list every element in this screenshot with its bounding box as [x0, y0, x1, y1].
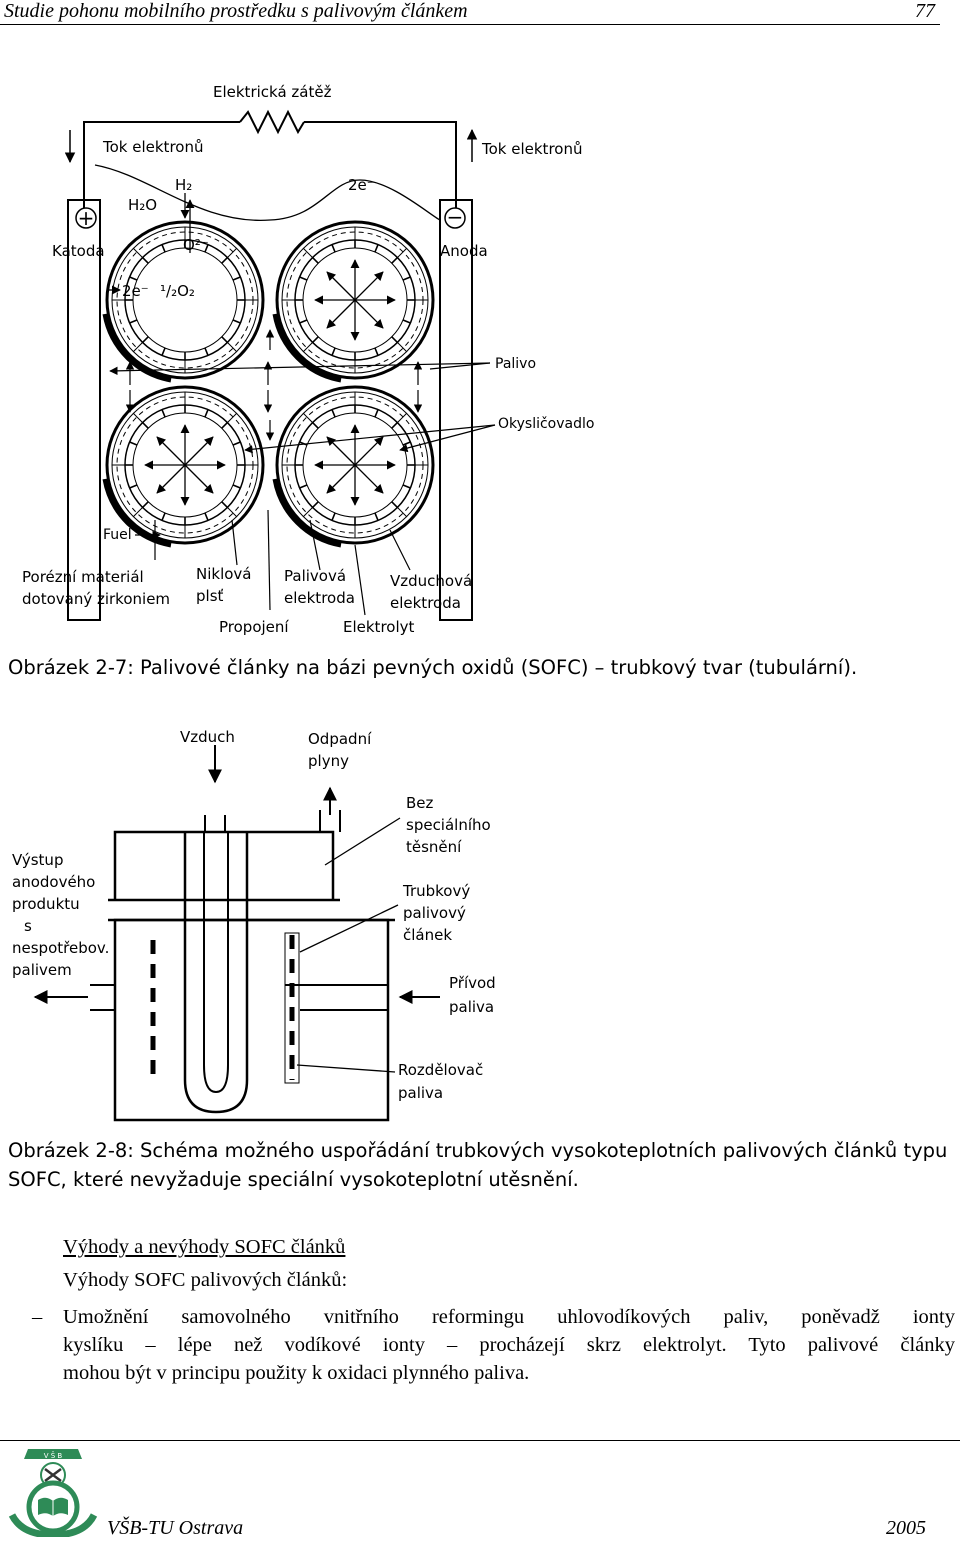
o2-minus-label: O²⁻ — [183, 236, 209, 254]
bullet-line-2: kyslíku – lépe než vodíkové ionty – proc… — [63, 1334, 955, 1356]
outlet-label-6: palivem — [12, 961, 72, 979]
section-heading: Výhody a nevýhody SOFC článků — [63, 1236, 346, 1258]
logo-top-text: V Š B — [44, 1451, 63, 1460]
header-rule — [0, 24, 940, 25]
two-e-cell-label: 2e⁻ — [122, 282, 149, 300]
figure-sofc-tubular-cells: + − O²⁻ 2e⁻ ¹/₂O₂ Elektrická zátěž Tok e… — [22, 83, 594, 636]
half-o2-label: ¹/₂O₂ — [160, 282, 195, 300]
outlet-label-5: nespotřebov. — [12, 939, 109, 957]
cathode-label: Katoda — [52, 242, 105, 260]
distributor-label-1: Rozdělovač — [398, 1061, 483, 1079]
electron-flow-left-label: Tok elektronů — [102, 138, 203, 156]
electric-load-label: Elektrická zátěž — [213, 83, 332, 101]
fuel-electrode-label-2: elektroda — [284, 589, 355, 607]
figure-caption-2-8-line2: SOFC, které nevyžaduje speciální vysokot… — [8, 1168, 579, 1191]
h2o-label: H₂O — [128, 196, 157, 214]
anode-label: Anoda — [440, 242, 488, 260]
minus-sign: − — [447, 205, 464, 229]
university-logo: V Š B 1849 — [8, 1449, 98, 1537]
outlet-label-3: produktu — [12, 895, 80, 913]
no-seal-label-1: Bez — [406, 794, 434, 812]
no-seal-label-3: těsnění — [406, 838, 462, 856]
fuel-inlet-label-2: paliva — [449, 998, 494, 1016]
exhaust-label-2: plyny — [308, 752, 349, 770]
figure-caption-2-7: Obrázek 2-7: Palivové články na bázi pev… — [8, 656, 858, 679]
outlet-label-2: anodového — [12, 873, 95, 891]
section-subheading: Výhody SOFC palivových článků: — [63, 1269, 348, 1291]
air-electrode-label-1: Vzduchová — [390, 572, 472, 590]
electrolyte-label: Elektrolyt — [343, 618, 415, 636]
exhaust-label-1: Odpadní — [308, 730, 372, 748]
porous-label-1: Porézní materiál — [22, 568, 144, 586]
footer-year: 2005 — [886, 1517, 926, 1539]
oxidizer-label: Okysličovadlo — [498, 416, 594, 432]
air-label: Vzduch — [180, 728, 235, 746]
outlet-label-1: Výstup — [12, 851, 63, 869]
distributor-label-2: paliva — [398, 1084, 443, 1102]
plus-sign: + — [78, 206, 95, 230]
h2-label: H₂ — [175, 176, 192, 194]
footer-institution: VŠB-TU Ostrava — [107, 1517, 244, 1539]
fuel-left-label: Fuel — [103, 527, 132, 543]
fuel-right-label: Palivo — [495, 356, 536, 372]
fuel-inlet-label-1: Přívod — [449, 974, 496, 992]
bullet-line-1: Umožnění samovolného vnitřního reforming… — [63, 1306, 955, 1328]
running-header-title: Studie pohonu mobilního prostředku s pal… — [4, 0, 468, 22]
bullet-marker: – — [32, 1306, 43, 1328]
tube-cell-label-2: palivový — [403, 904, 466, 922]
tube-cell-label-1: Trubkový — [402, 882, 470, 900]
nickel-label-1: Niklová — [196, 565, 252, 583]
no-seal-label-2: speciálního — [406, 816, 491, 834]
figure-caption-2-8-line1: Obrázek 2-8: Schéma možného uspořádání t… — [8, 1139, 948, 1162]
electron-flow-right-label: Tok elektronů — [481, 140, 582, 158]
interconnect-label: Propojení — [219, 618, 289, 636]
fuel-electrode-label-1: Palivová — [284, 567, 346, 585]
footer-rule — [0, 1440, 960, 1441]
outlet-label-4: s — [24, 917, 32, 935]
nickel-label-2: plsť — [196, 587, 224, 605]
page-number: 77 — [915, 0, 935, 22]
bullet-line-3: mohou být v principu použity k oxidaci p… — [63, 1362, 530, 1384]
air-electrode-label-2: elektroda — [390, 594, 461, 612]
tube-cell-label-3: článek — [403, 926, 452, 944]
figure-tubular-arrangement: Vzduch Odpadní plyny Bez speciálního těs… — [12, 728, 496, 1122]
porous-label-2: dotovaný zirkoniem — [22, 590, 170, 608]
two-e-top-label: 2e⁻ — [348, 176, 375, 194]
